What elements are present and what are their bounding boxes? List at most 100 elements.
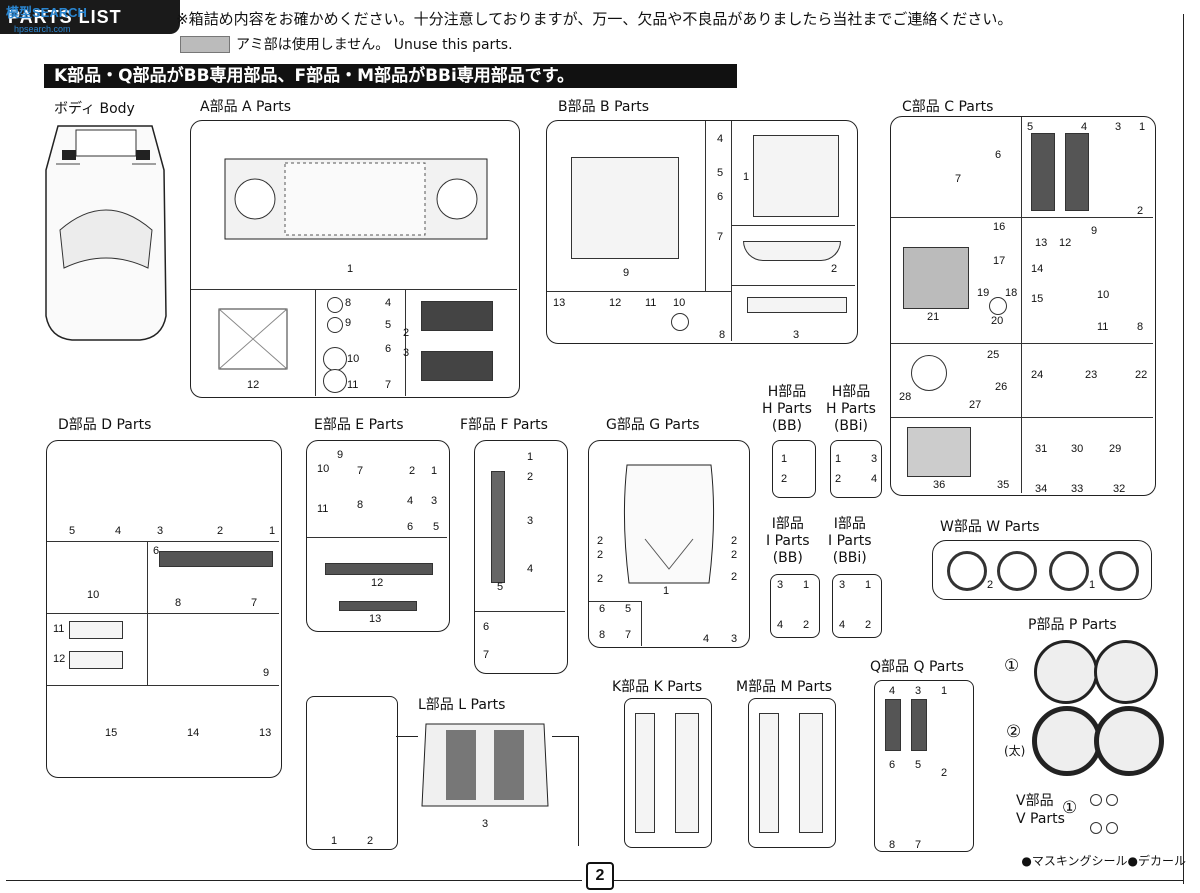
a12-frame: [218, 308, 288, 370]
h-bbi-part-4: 4: [871, 473, 878, 485]
e-part-13: 13: [369, 613, 382, 625]
e-part-4: 4: [407, 495, 414, 507]
q-part-7: 7: [915, 839, 922, 851]
i-bb-part-4: 4: [777, 619, 784, 631]
c-part-10: 10: [1097, 289, 1110, 301]
g-part-2c: 2: [597, 573, 604, 585]
a8-nut: [327, 297, 343, 313]
b-part-10: 10: [673, 297, 686, 309]
body-shell: [45, 125, 167, 341]
g-part-4: 4: [703, 633, 710, 645]
c-part-17: 17: [993, 255, 1006, 267]
exclusive-parts-banner: K部品・Q部品がBB専用部品、F部品・M部品がBBi専用部品です。: [44, 64, 737, 88]
g-part-2e: 2: [731, 549, 738, 561]
d11-block: [69, 621, 123, 639]
a3-grille: [421, 351, 493, 381]
bottom-border-left: [6, 880, 582, 881]
d-part-1: 1: [269, 525, 276, 537]
c-part-13: 13: [1035, 237, 1048, 249]
a-part-5: 5: [385, 319, 392, 331]
c28-gearbox: [911, 355, 947, 391]
l-part-3: 3: [482, 818, 489, 830]
c-part-7: 7: [955, 173, 962, 185]
p-tire-2b: [1094, 706, 1164, 776]
p-tire-2a: [1032, 706, 1102, 776]
k-parts-runner: [624, 698, 712, 848]
v-part-a: [1090, 794, 1102, 806]
c-parts-title: C部品 C Parts: [902, 99, 994, 115]
decal-legend: ●マスキングシール●デカール: [1021, 854, 1186, 868]
l-parts-runner-left: 1 2: [306, 696, 398, 850]
c-part-18: 18: [1005, 287, 1018, 299]
b2-panel: [743, 241, 841, 261]
e-part-11: 11: [317, 503, 329, 515]
d-part-11: 11: [53, 623, 65, 635]
a-part-12: 12: [247, 379, 260, 391]
p-label-2-note: (太): [1004, 744, 1026, 758]
c-part-24: 24: [1031, 369, 1044, 381]
d-part-9: 9: [263, 667, 270, 679]
f-part-7: 7: [483, 649, 490, 661]
l-part-1: 1: [331, 835, 338, 847]
b-part-2: 2: [831, 263, 838, 275]
q-part-4: 4: [889, 685, 896, 697]
i-bbi-part-4: 4: [839, 619, 846, 631]
a11-wheel: [323, 369, 347, 393]
check-contents-note: ※箱詰め内容をお確かめください。十分注意しておりますが、万一、欠品や不良品があり…: [176, 10, 1013, 28]
b-part-7: 7: [717, 231, 724, 243]
a-parts-title: A部品 A Parts: [200, 99, 291, 115]
l3-engine-cover: [421, 723, 549, 807]
c-part-5: 5: [1027, 121, 1034, 133]
a9-nut: [327, 317, 343, 333]
i-bb-part-3: 3: [777, 579, 784, 591]
a-part-7: 7: [385, 379, 392, 391]
a-part-9: 9: [345, 317, 352, 329]
c-part-30: 30: [1071, 443, 1084, 455]
g-part-2a: 2: [597, 535, 604, 547]
m-panel-left: [759, 713, 779, 833]
a1-chassis: [224, 158, 488, 240]
c-part-12: 12: [1059, 237, 1072, 249]
i-bbi-part-1: 1: [865, 579, 872, 591]
e-part-3: 3: [431, 495, 438, 507]
c-part-20: 20: [991, 315, 1004, 327]
c-part-29: 29: [1109, 443, 1122, 455]
f-part-2: 2: [527, 471, 534, 483]
l-sprue-link: [396, 736, 418, 737]
c5-louver: [1031, 133, 1055, 211]
g-part-2f: 2: [731, 571, 738, 583]
f-part-1: 1: [527, 451, 534, 463]
g-part-2d: 2: [731, 535, 738, 547]
a-part-4: 4: [385, 297, 392, 309]
g-parts-runner: 2 2 2 2 2 2 1 6 5 8 7 4 3: [588, 440, 750, 648]
k-parts-title: K部品 K Parts: [612, 679, 703, 695]
i-bbi-part-3: 3: [839, 579, 846, 591]
c-part-14: 14: [1031, 263, 1044, 275]
m-parts-title: M部品 M Parts: [736, 679, 832, 695]
c-part-34: 34: [1035, 483, 1048, 495]
a-part-8: 8: [345, 297, 352, 309]
v-label-1: ①: [1062, 798, 1078, 818]
g-part-1: 1: [663, 585, 670, 597]
c4-louver: [1065, 133, 1089, 211]
e-part-2: 2: [409, 465, 416, 477]
c20-pulley: [989, 297, 1007, 315]
e-part-9: 9: [337, 449, 344, 461]
q-parts-title: Q部品 Q Parts: [870, 659, 964, 675]
f-part-6: 6: [483, 621, 490, 633]
c-part-35: 35: [997, 479, 1010, 491]
f-parts-title: F部品 F Parts: [460, 417, 548, 433]
w-wheel-1: [947, 551, 987, 591]
f-part-5: 5: [497, 581, 504, 593]
b-part-8: 8: [719, 329, 726, 341]
page-number: 2: [586, 862, 614, 890]
c-part-21: 21: [927, 311, 940, 323]
c36-radiator: [907, 427, 971, 477]
g-parts-title: G部品 G Parts: [606, 417, 700, 433]
m-parts-runner: [748, 698, 836, 848]
f-parts-runner: 5 1 2 3 4 6 7: [474, 440, 568, 674]
q4-strip: [885, 699, 901, 751]
